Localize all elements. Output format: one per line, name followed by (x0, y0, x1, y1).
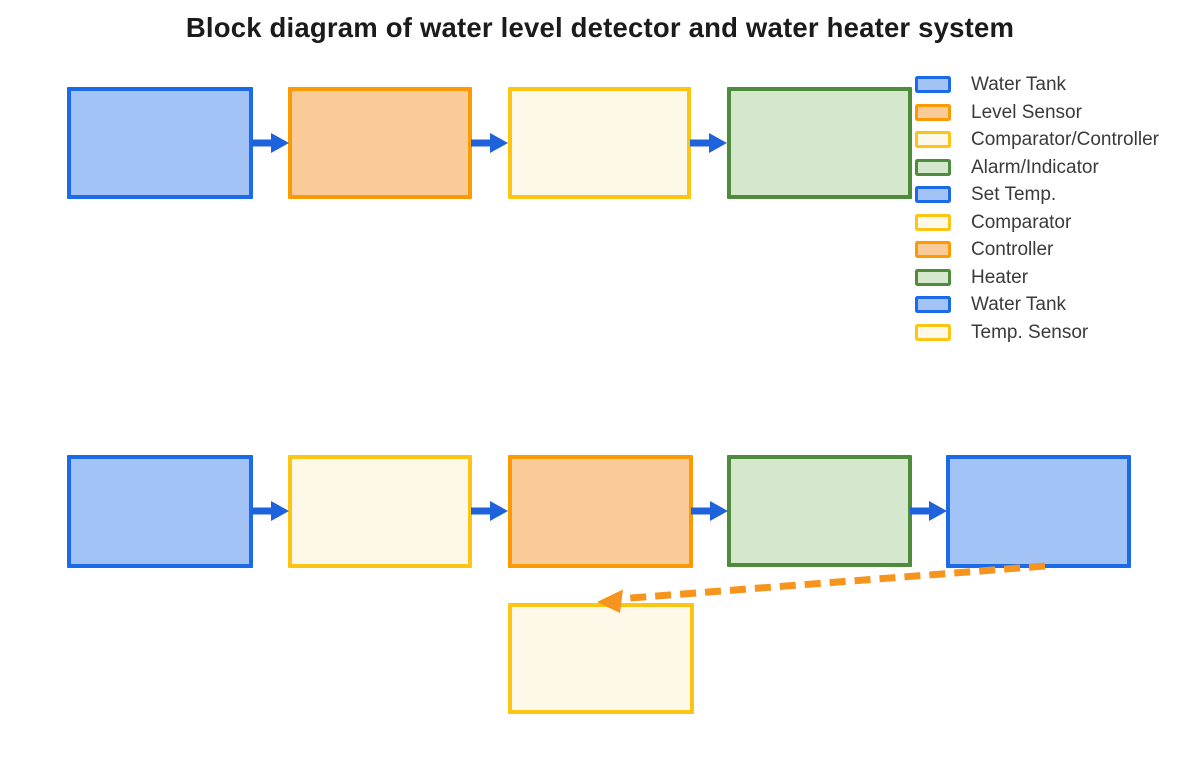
legend-item-label: Comparator (971, 211, 1072, 233)
legend-item-controller: Controller (915, 239, 1159, 260)
flow-arrow-top-2 (471, 132, 508, 154)
flow-arrow-bottom-4 (910, 500, 947, 522)
legend-swatch-blue (915, 76, 951, 93)
legend-swatch-green (915, 158, 951, 176)
legend: Water Tank Level Sensor Comparator/Contr… (915, 74, 1159, 343)
flow-arrow-bottom-3 (691, 500, 728, 522)
right-arrow-icon (910, 501, 947, 521)
legend-item-label: Heater (971, 266, 1029, 288)
block-comparator (288, 455, 472, 568)
legend-item-set-temp: Set Temp. (915, 184, 1159, 205)
legend-swatch-blue (915, 186, 951, 203)
legend-item-label: Temp. Sensor (971, 321, 1089, 343)
block-controller (508, 455, 693, 568)
legend-item-water-tank-2: Water Tank (915, 294, 1159, 315)
legend-item-label: Comparator/Controller (971, 129, 1159, 150)
legend-item-comparator-controller: Comparator/Controller (915, 129, 1159, 150)
legend-item-heater: Heater (915, 266, 1159, 288)
legend-item-label: Water Tank (971, 294, 1067, 315)
legend-item-level-sensor: Level Sensor (915, 101, 1159, 123)
block-water-tank-2 (946, 455, 1131, 568)
block-comparator-controller (508, 87, 691, 199)
legend-item-comparator: Comparator (915, 211, 1159, 233)
diagram-title: Block diagram of water level detector an… (185, 12, 1015, 43)
right-arrow-icon (471, 133, 508, 153)
legend-swatch-blue (915, 296, 951, 313)
block-water-tank-top (67, 87, 253, 199)
legend-item-water-tank: Water Tank (915, 74, 1159, 95)
right-arrow-icon (691, 501, 728, 521)
legend-swatch-green (915, 268, 951, 286)
block-level-sensor (288, 87, 472, 199)
legend-item-temp-sensor: Temp. Sensor (915, 321, 1159, 343)
right-arrow-icon (690, 133, 727, 153)
flow-arrow-top-3 (690, 132, 727, 154)
right-arrow-icon (252, 133, 289, 153)
right-arrow-icon (471, 501, 508, 521)
legend-item-label: Alarm/Indicator (971, 156, 1099, 178)
flow-arrow-top-1 (252, 132, 289, 154)
block-heater (727, 455, 912, 567)
flow-arrow-bottom-2 (471, 500, 508, 522)
legend-item-label: Controller (971, 239, 1054, 260)
legend-swatch-orange (915, 241, 951, 258)
flow-arrow-bottom-1 (252, 500, 289, 522)
block-alarm-indicator (727, 87, 912, 199)
legend-swatch-cream (915, 323, 951, 341)
legend-item-label: Set Temp. (971, 184, 1057, 205)
block-temp-sensor (508, 603, 694, 714)
legend-swatch-cream (915, 131, 951, 148)
legend-item-label: Level Sensor (971, 101, 1082, 123)
legend-item-label: Water Tank (971, 74, 1067, 95)
right-arrow-icon (252, 501, 289, 521)
block-set-temp (67, 455, 253, 568)
legend-swatch-orange (915, 103, 951, 121)
legend-swatch-cream (915, 213, 951, 231)
legend-item-alarm-indicator: Alarm/Indicator (915, 156, 1159, 178)
